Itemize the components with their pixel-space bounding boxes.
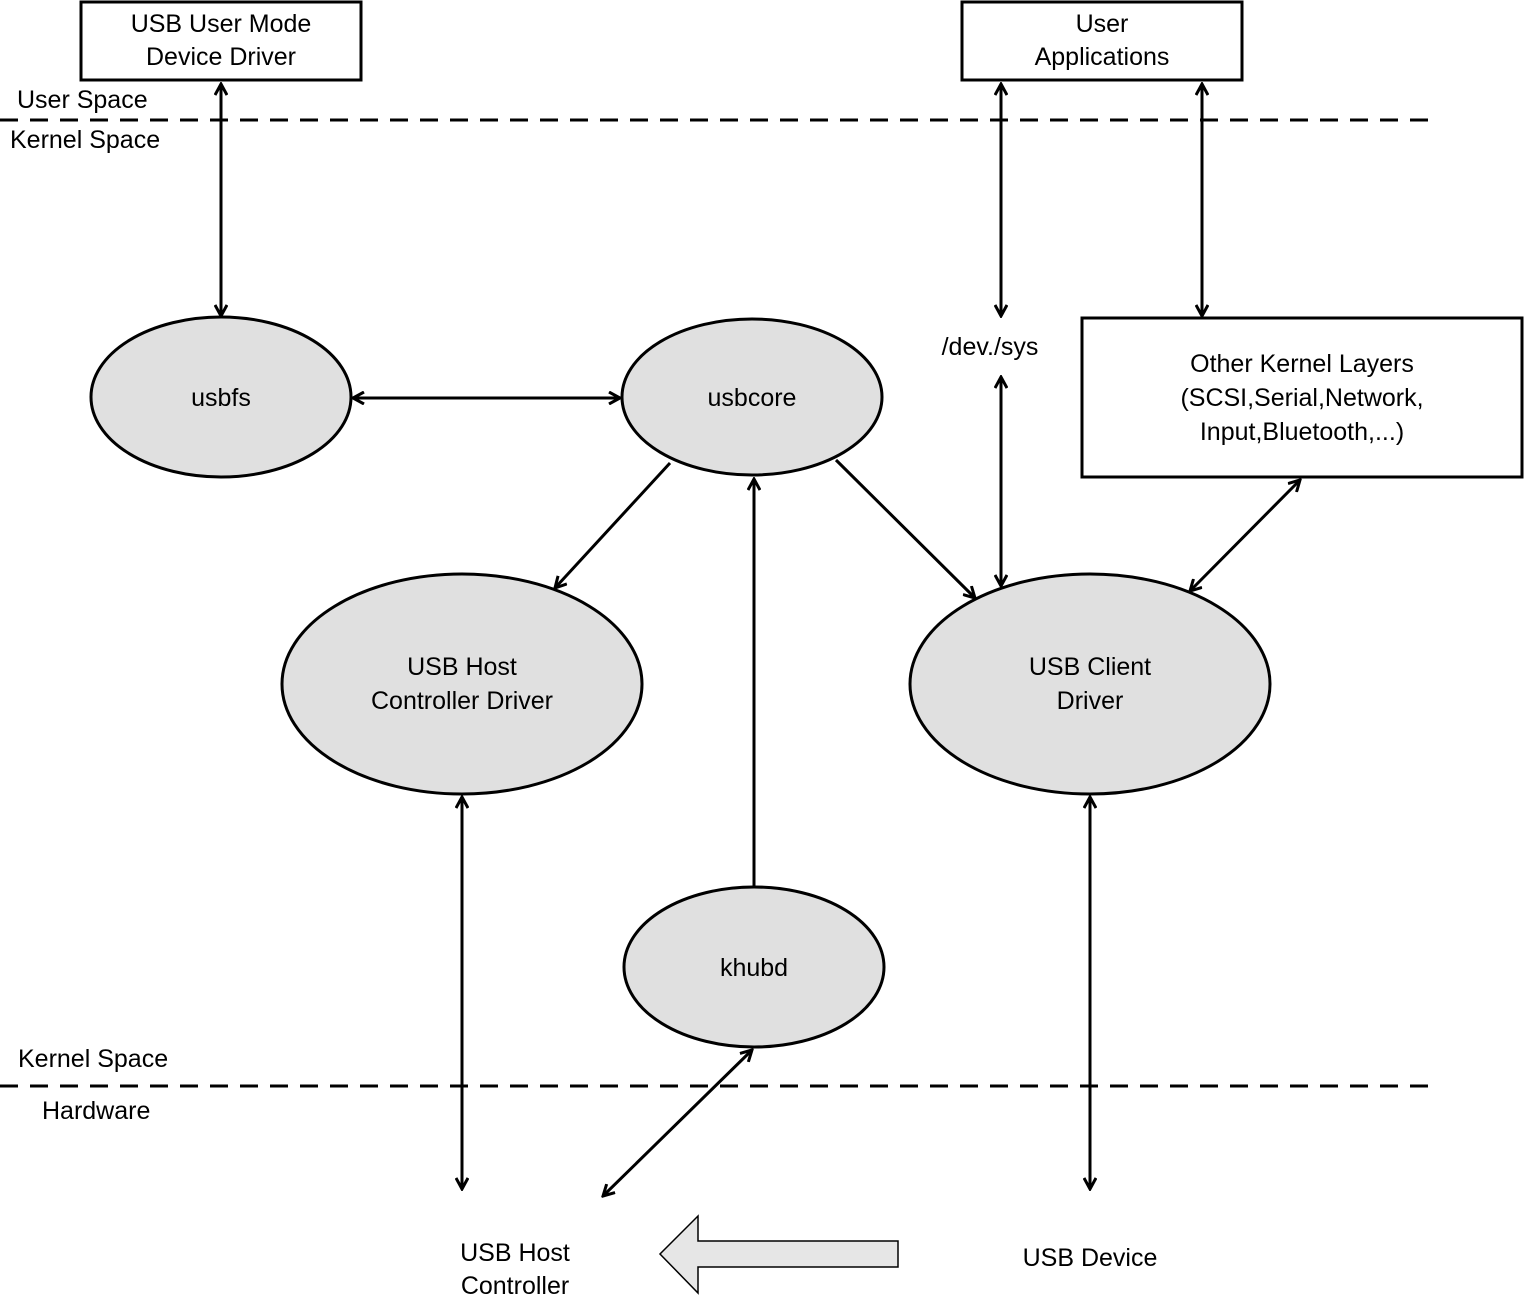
host-controller-label-1: USB Host (460, 1239, 570, 1267)
usbfs-node: usbfs (89, 315, 353, 479)
arrow-khubd-hostcontroller (603, 1050, 752, 1196)
other-kernel-layers-box: Other Kernel Layers (SCSI,Serial,Network… (1080, 316, 1524, 479)
user-space-label: User Space (17, 86, 148, 114)
client-driver-node: USB Client Driver (908, 572, 1272, 796)
kernel-space-label-bottom: Kernel Space (18, 1045, 168, 1073)
usb-device-label: USB Device (1023, 1244, 1158, 1272)
arrow-otherlayers-client (1190, 480, 1300, 591)
svg-text:USB Client: USB Client (1029, 653, 1151, 681)
hardware-label: Hardware (42, 1097, 150, 1125)
svg-text:Applications: Applications (1035, 43, 1170, 71)
svg-text:Controller Driver: Controller Driver (371, 687, 553, 715)
khubd-node: khubd (622, 885, 886, 1049)
block-arrow-left-icon (658, 1214, 899, 1295)
svg-text:USB Host: USB Host (407, 653, 517, 681)
svg-text:usbcore: usbcore (708, 384, 797, 412)
kernel-space-label-top: Kernel Space (10, 126, 160, 154)
svg-text:User: User (1076, 10, 1129, 38)
host-controller-label-2: Controller (461, 1272, 569, 1296)
svg-text:Other Kernel Layers: Other Kernel Layers (1190, 350, 1414, 378)
svg-text:Device Driver: Device Driver (146, 43, 296, 71)
svg-text:USB User Mode: USB User Mode (131, 10, 312, 38)
host-controller-driver-node: USB Host Controller Driver (280, 572, 644, 796)
svg-text:Driver: Driver (1057, 687, 1124, 715)
usbcore-node: usbcore (620, 317, 884, 477)
user-applications-box: User Applications (960, 0, 1244, 82)
svg-text:usbfs: usbfs (191, 384, 251, 412)
arrow-usbcore-client (834, 458, 975, 598)
svg-text:khubd: khubd (720, 954, 788, 982)
arrow-usbcore-hcd (555, 461, 672, 588)
svg-text:Input,Bluetooth,...): Input,Bluetooth,...) (1200, 418, 1404, 446)
svg-text:(SCSI,Serial,Network,: (SCSI,Serial,Network, (1180, 384, 1423, 412)
user-mode-driver-box: USB User Mode Device Driver (79, 0, 363, 82)
dev-sys-label: /dev./sys (942, 333, 1039, 361)
